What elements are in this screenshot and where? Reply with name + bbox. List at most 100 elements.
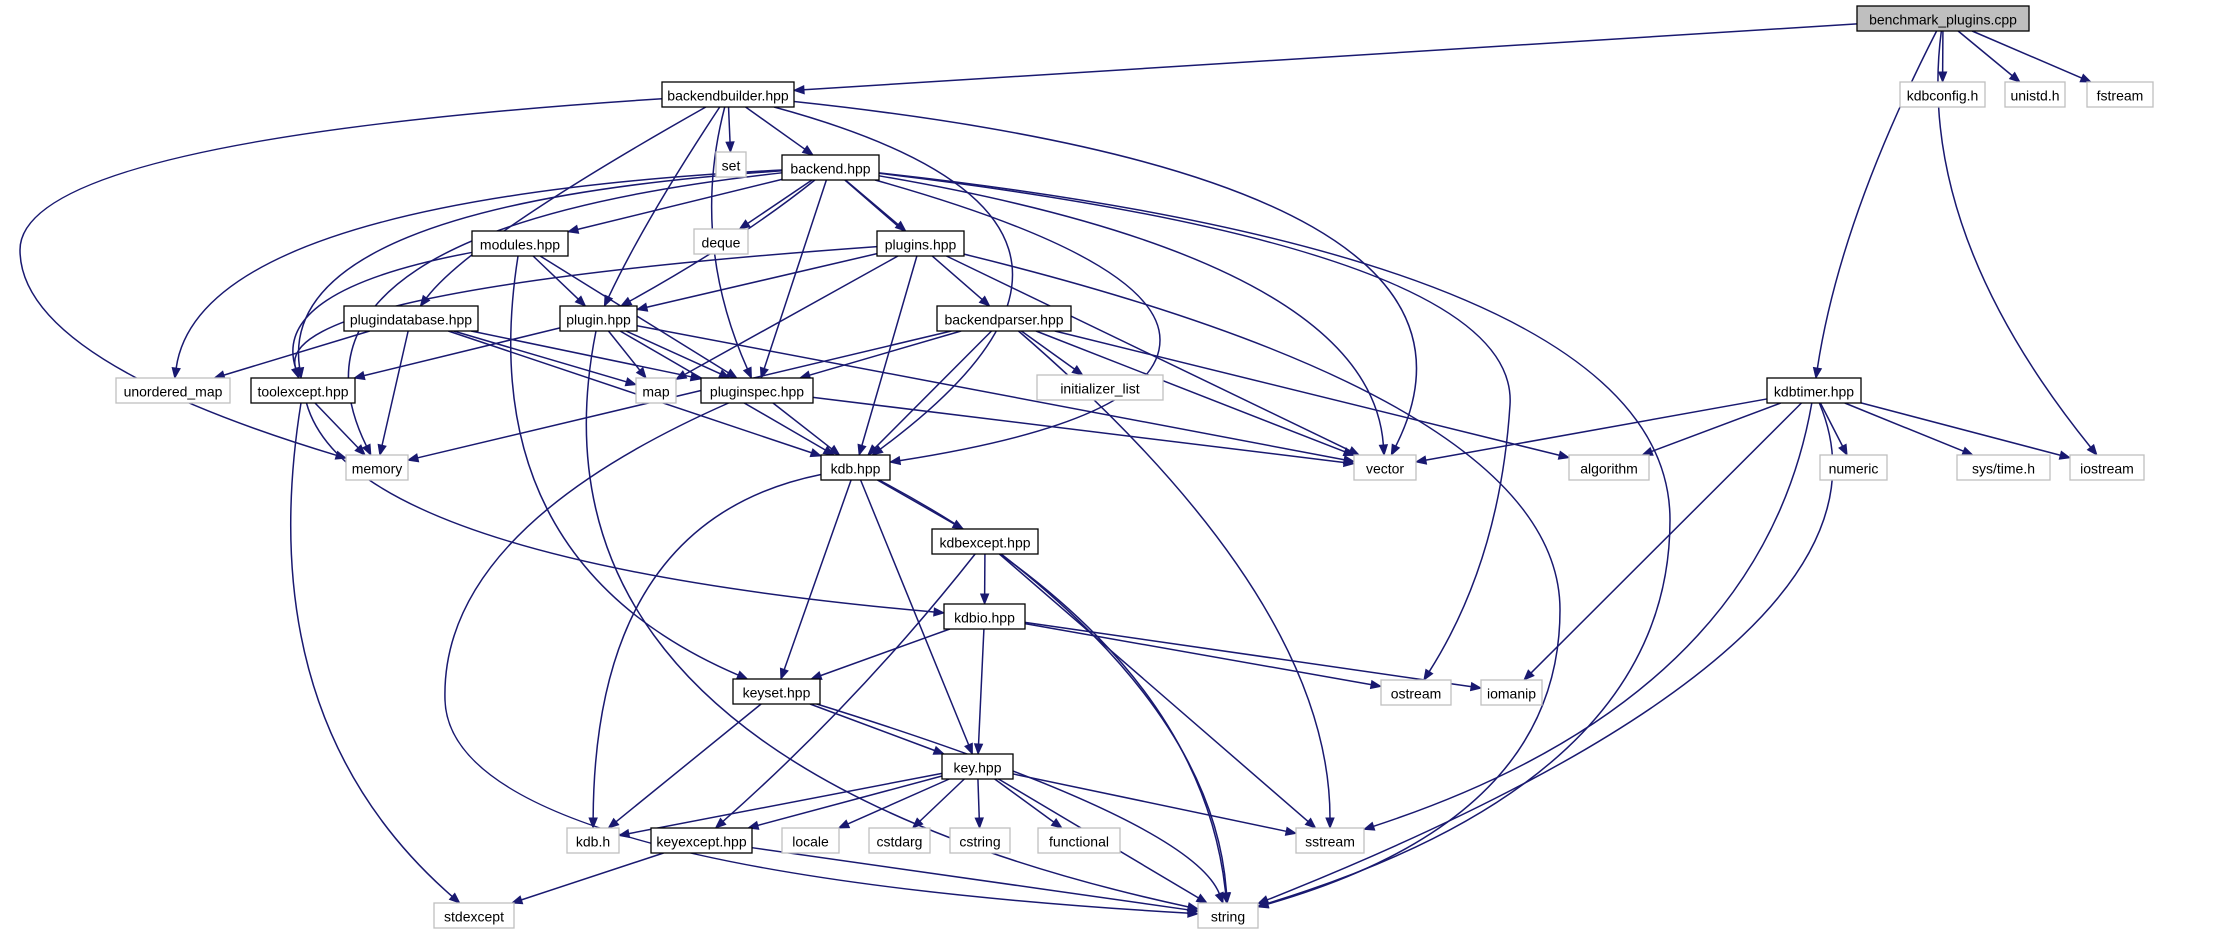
node-box <box>1036 374 1164 401</box>
node-keyexcept[interactable]: keyexcept.hpp <box>650 827 753 854</box>
node-label: iostream <box>2080 461 2134 477</box>
node-box <box>471 230 569 257</box>
edge-keyexcept-to-string <box>751 846 1200 915</box>
edge-line <box>1020 330 1075 370</box>
edge-arrowhead <box>352 370 366 381</box>
node-backendbuilder[interactable]: backendbuilder.hpp <box>661 81 795 108</box>
edge-kdbtimer-to-numeric <box>1819 402 1848 457</box>
edge-arrowhead <box>566 224 580 234</box>
node-box <box>1197 902 1259 929</box>
node-box <box>949 827 1011 854</box>
node-functional: functional <box>1037 827 1121 854</box>
node-label: map <box>642 384 669 400</box>
edge-kdbtimer-to-sstream <box>1362 402 1813 831</box>
edge-kdbio-to-iomanip <box>1024 621 1483 692</box>
edge-arrowhead <box>291 366 301 380</box>
node-label: kdb.h <box>576 834 610 850</box>
edge-arrowhead <box>1186 905 1200 915</box>
node-backendparser[interactable]: backendparser.hpp <box>936 305 1072 332</box>
node-benchmark-plugins[interactable]: benchmark_plugins.cpp <box>1856 5 2030 32</box>
node-box <box>781 154 880 181</box>
node-box <box>876 230 965 257</box>
edge-pluginspec-to-kdb <box>772 402 841 456</box>
edge-line <box>628 772 943 835</box>
edge-line <box>878 172 1671 905</box>
node-key[interactable]: key.hpp <box>941 753 1014 780</box>
edge-toolexcept-to-kdbio <box>305 402 946 617</box>
edge-line <box>847 778 950 825</box>
edge-benchmark-plugins-to-kdbtimer <box>1812 30 1938 380</box>
edge-line <box>878 172 1511 672</box>
node-label: backendparser.hpp <box>944 312 1063 328</box>
edge-arrowhead <box>354 444 366 456</box>
edge-line <box>809 703 935 752</box>
edge-arrowhead <box>742 366 752 380</box>
node-kdbexcept[interactable]: kdbexcept.hpp <box>931 528 1039 555</box>
node-locale: locale <box>781 827 840 854</box>
node-fstream: fstream <box>2086 81 2154 108</box>
node-label: locale <box>792 834 829 850</box>
edge-backendparser-to-memory <box>406 330 952 463</box>
edge-line <box>585 330 1189 908</box>
edge-line <box>745 106 806 150</box>
node-plugin[interactable]: plugin.hpp <box>559 305 638 332</box>
node-vector: vector <box>1353 454 1417 481</box>
node-label: fstream <box>2097 88 2144 104</box>
edge-arrowhead <box>857 443 867 457</box>
node-iostream: iostream <box>2069 454 2145 481</box>
edge-arrowhead <box>828 444 841 456</box>
edge-keyset-to-key <box>809 703 946 755</box>
node-label: plugin.hpp <box>566 312 631 328</box>
node-modules[interactable]: modules.hpp <box>471 230 569 257</box>
node-box <box>868 827 931 854</box>
node-stdexcept: stdexcept <box>433 902 515 929</box>
node-kdbtimer[interactable]: kdbtimer.hpp <box>1766 377 1862 404</box>
node-box <box>345 454 409 481</box>
edge-arrowhead <box>1557 450 1571 460</box>
edge-plugins-to-toolexcept <box>291 245 878 380</box>
edge-plugindatabase-to-memory <box>377 330 409 457</box>
edge-kdbtimer-to-systime <box>1844 402 1974 456</box>
edge-plugin-to-map <box>607 330 647 380</box>
node-pluginspec[interactable]: pluginspec.hpp <box>700 377 814 404</box>
node-plugins[interactable]: plugins.hpp <box>876 230 965 257</box>
edge-arrowhead <box>1362 821 1376 831</box>
node-label: kdbio.hpp <box>954 610 1015 626</box>
node-cstring: cstring <box>949 827 1011 854</box>
edge-arrowhead <box>725 368 738 379</box>
edge-line <box>1819 402 1844 447</box>
node-plugindatabase[interactable]: plugindatabase.hpp <box>343 305 479 332</box>
node-deque: deque <box>693 228 749 255</box>
node-label: string <box>1211 909 1245 925</box>
node-box <box>732 678 821 705</box>
edge-arrowhead <box>574 295 587 307</box>
edge-line <box>1425 398 1768 461</box>
node-box <box>943 603 1026 630</box>
node-kdb[interactable]: kdb.hpp <box>820 454 891 481</box>
node-box <box>1480 679 1543 706</box>
node-label: memory <box>352 461 403 477</box>
node-toolexcept[interactable]: toolexcept.hpp <box>250 377 356 404</box>
edge-arrowhead <box>171 366 181 380</box>
edge-arrowhead <box>888 455 902 466</box>
node-systime: sys/time.h <box>1956 454 2051 481</box>
edge-benchmark-plugins-to-kdbconfig <box>1937 30 1948 84</box>
node-backend[interactable]: backend.hpp <box>781 154 880 181</box>
node-label: benchmark_plugins.cpp <box>1869 12 2017 28</box>
edge-line <box>448 330 812 454</box>
edge-arrowhead <box>1221 892 1232 905</box>
node-label: kdbtimer.hpp <box>1774 384 1854 400</box>
node-box <box>1568 454 1650 481</box>
edge-arrowhead <box>1071 365 1084 376</box>
edge-backendparser-to-kdb <box>867 330 993 456</box>
edge-arrowhead <box>1378 444 1389 457</box>
edge-keyset-to-kdbh <box>607 703 762 829</box>
node-kdbio[interactable]: kdbio.hpp <box>943 603 1026 630</box>
edge-line <box>1017 330 1331 819</box>
edge-arrowhead <box>377 443 387 457</box>
edge-line <box>292 251 473 369</box>
node-keyset[interactable]: keyset.hpp <box>732 678 821 705</box>
node-box <box>343 305 479 332</box>
edge-kdbexcept-to-sstream <box>998 553 1317 829</box>
edge-arrowhead <box>334 450 348 460</box>
